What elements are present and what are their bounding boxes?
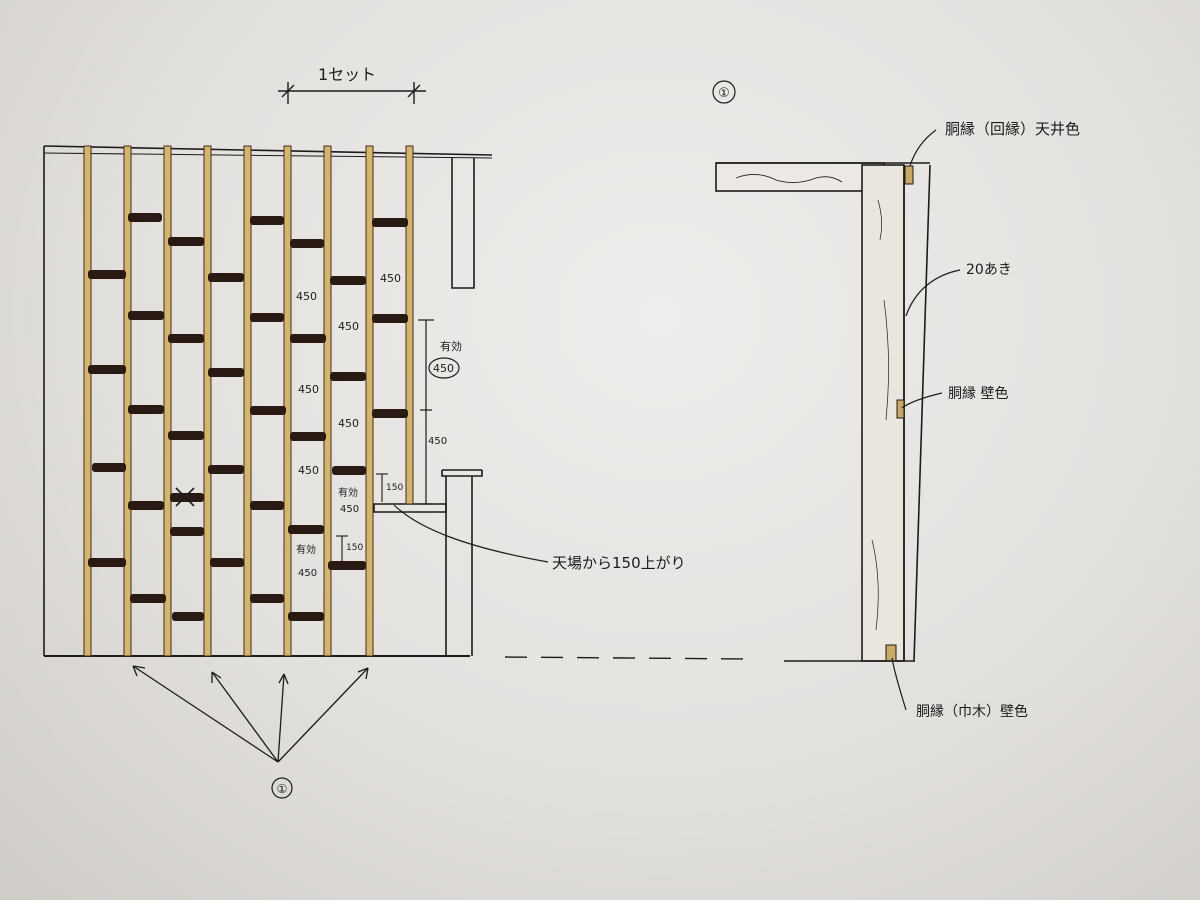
peg: [208, 273, 244, 282]
effective-value: 450: [433, 362, 454, 375]
floor-dashed-line: [504, 656, 751, 660]
peg: [128, 405, 164, 414]
elevation-ref-mark: ①: [277, 782, 288, 796]
peg: [208, 368, 244, 377]
peg: [288, 612, 324, 621]
spacing-label: 450: [338, 320, 359, 333]
elevation-ref-circle: [271, 777, 293, 799]
peg: [330, 372, 366, 381]
spacing-label: 450: [296, 290, 317, 303]
spacing-label: 450: [298, 464, 319, 477]
peg: [170, 527, 204, 536]
peg: [250, 594, 284, 603]
peg: [128, 311, 164, 320]
label-mid: 胴縁 壁色: [948, 385, 1008, 402]
small-dim-1: 150: [386, 483, 403, 493]
spacing-labels: 450 450 450 450 450: [296, 290, 359, 477]
inner-effective-1-value: 450: [340, 504, 359, 515]
peg: [372, 314, 408, 323]
peg: [168, 237, 204, 246]
label-thickness: 20あき: [966, 262, 1012, 278]
peg: [130, 594, 166, 603]
peg: [210, 558, 244, 567]
counter-note: 天場から150上がり: [552, 554, 686, 572]
peg: [372, 218, 408, 227]
peg: [88, 270, 126, 279]
effective-dimension: [418, 319, 460, 505]
peg: [288, 525, 324, 534]
set-label: 1セット: [318, 65, 376, 84]
wall-grain: [871, 199, 889, 631]
peg: [328, 561, 366, 570]
batten: [365, 145, 374, 657]
peg: [250, 313, 284, 322]
peg: [92, 463, 126, 472]
small-dim-2: 150: [346, 543, 363, 553]
peg: [250, 216, 284, 225]
batten: [203, 145, 212, 657]
spacing-label: 450: [338, 417, 359, 430]
batten: [405, 145, 414, 505]
section-ref-mark: ①: [718, 86, 730, 101]
column-outline: [451, 158, 475, 289]
wall-elevation: [43, 145, 493, 657]
pegs: [88, 213, 408, 621]
peg: [250, 406, 286, 415]
reference-arrows: [132, 665, 369, 763]
peg: [88, 365, 126, 374]
mid-batten: [896, 399, 905, 419]
section-leaders: [891, 129, 961, 711]
top-batten: [904, 165, 914, 185]
inner-effective-1: 有効: [338, 486, 358, 499]
peg: [330, 276, 366, 285]
batten: [163, 145, 172, 657]
batten: [83, 145, 92, 657]
counter-leader: [393, 504, 549, 563]
peg: [290, 239, 324, 248]
peg: [168, 431, 204, 440]
peg: [208, 465, 244, 474]
peg: [170, 493, 204, 502]
batten: [123, 145, 132, 657]
batten: [243, 145, 252, 657]
top-right-spacing-label: 450: [380, 272, 401, 285]
effective-label: 有効: [440, 339, 462, 353]
wood-grain: [735, 174, 843, 183]
counter-top: [373, 503, 447, 513]
section-ref-circle: [712, 80, 736, 104]
peg: [128, 501, 164, 510]
peg: [332, 466, 366, 475]
ceiling-line: [43, 145, 493, 156]
set-dimension: [278, 82, 426, 104]
peg: [290, 334, 326, 343]
inner-effective-2-value: 450: [298, 568, 317, 579]
batten: [323, 145, 332, 657]
label-bottom: 胴縁（巾木）壁色: [916, 703, 1028, 720]
peg: [172, 612, 204, 621]
counter-outline: [441, 469, 483, 656]
small-dims: [336, 473, 388, 562]
inner-effective-2: 有効: [296, 543, 316, 556]
ceiling-board: [715, 162, 885, 192]
ceiling-line-2: [43, 152, 493, 159]
batten: [283, 145, 292, 657]
label-top: 胴縁（回縁）天井色: [945, 120, 1080, 138]
peg: [88, 558, 126, 567]
right-dim-value: 450: [428, 436, 447, 447]
bottom-batten: [885, 644, 897, 662]
peg: [168, 334, 204, 343]
peg: [290, 432, 326, 441]
battens: [83, 145, 414, 657]
cross-mark: [175, 487, 195, 507]
peg: [128, 213, 162, 222]
peg: [250, 501, 284, 510]
wall-section: [715, 162, 931, 662]
spacing-label: 450: [298, 383, 319, 396]
peg: [372, 409, 408, 418]
